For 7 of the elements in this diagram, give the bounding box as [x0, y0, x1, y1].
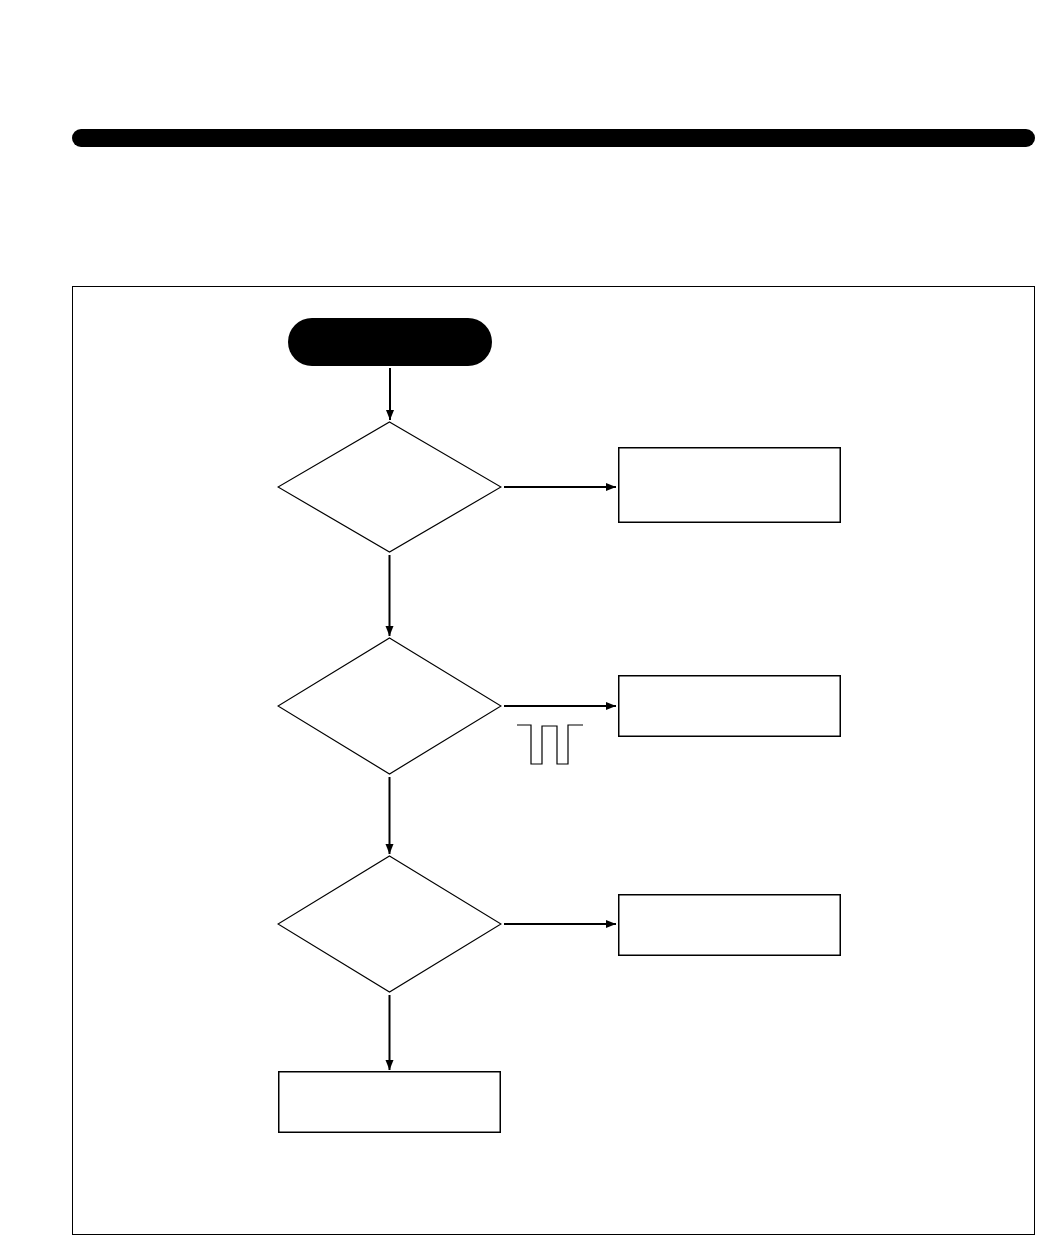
arrow [385, 554, 394, 637]
arrow [503, 483, 617, 491]
arrow [385, 776, 394, 855]
arrow [503, 920, 617, 928]
arrow [385, 994, 394, 1071]
arrow [386, 367, 394, 421]
arrow [503, 702, 617, 710]
